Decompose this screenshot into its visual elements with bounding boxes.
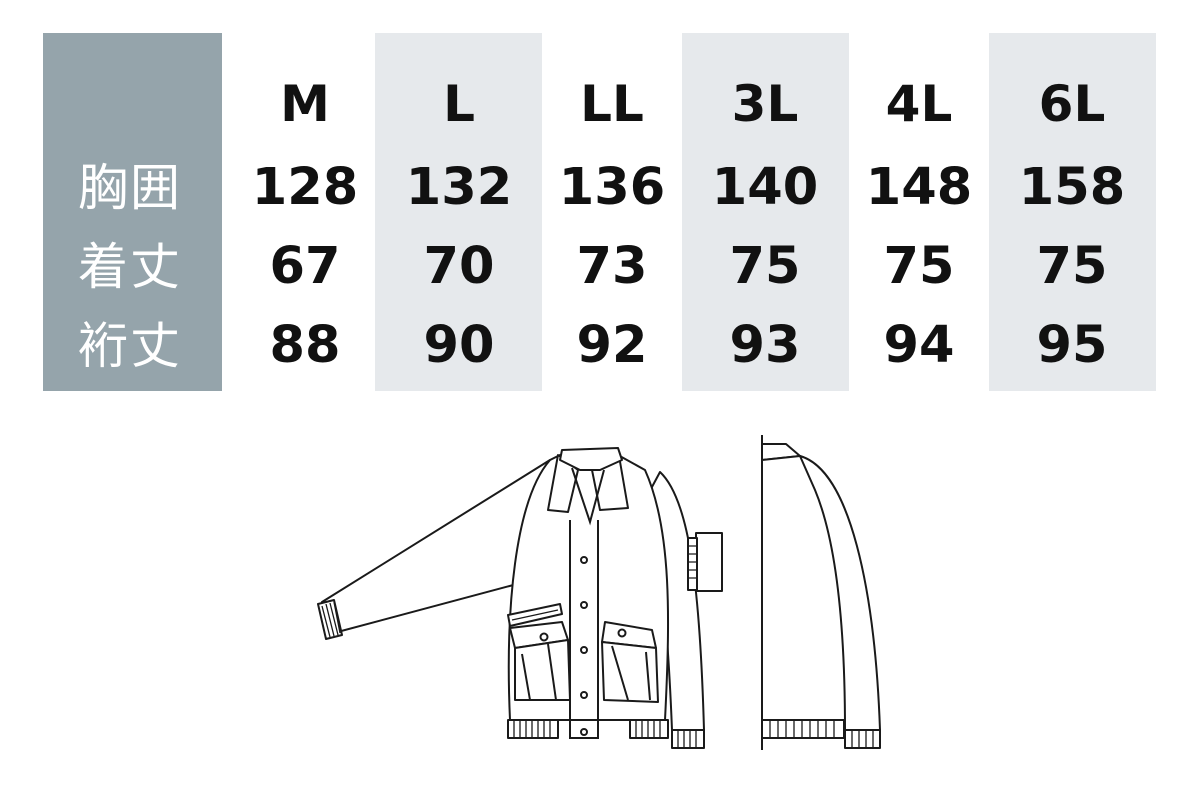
table-cell: 75 bbox=[883, 237, 955, 296]
jacket-illustration bbox=[300, 430, 900, 770]
size-header-6l: 6L bbox=[1038, 75, 1106, 133]
size-header-3l: 3L bbox=[731, 75, 799, 133]
table-cell: 93 bbox=[729, 316, 801, 375]
table-cell: 136 bbox=[558, 158, 666, 217]
table-cell: 158 bbox=[1018, 158, 1126, 217]
table-cell: 75 bbox=[729, 237, 801, 296]
table-cell: 90 bbox=[423, 316, 495, 375]
size-header-4l: 4L bbox=[885, 75, 953, 133]
column-shade-6l bbox=[989, 33, 1156, 391]
row-label-column bbox=[43, 33, 222, 391]
size-header-ll: LL bbox=[580, 75, 644, 133]
size-header-m: M bbox=[280, 75, 330, 133]
row-label-chest: 胸囲 bbox=[78, 159, 182, 217]
table-cell: 75 bbox=[1036, 237, 1108, 296]
column-shade-3l bbox=[682, 33, 849, 391]
table-cell: 67 bbox=[269, 237, 341, 296]
table-cell: 94 bbox=[883, 316, 955, 375]
jacket-front-view bbox=[317, 447, 723, 749]
table-cell: 92 bbox=[576, 316, 648, 375]
size-table: M L LL 3L 4L 6L 胸囲 着丈 裄丈 128 132 136 140… bbox=[43, 33, 1156, 391]
table-cell: 73 bbox=[576, 237, 648, 296]
table-cell: 132 bbox=[405, 158, 513, 217]
size-header-l: L bbox=[443, 75, 475, 133]
table-cell: 70 bbox=[423, 237, 495, 296]
row-label-sleeve: 裄丈 bbox=[78, 317, 182, 375]
column-shade-l bbox=[375, 33, 542, 391]
table-cell: 128 bbox=[251, 158, 359, 217]
table-cell: 95 bbox=[1036, 316, 1108, 375]
jacket-side-view bbox=[761, 435, 881, 750]
row-label-length: 着丈 bbox=[78, 238, 182, 296]
table-cell: 88 bbox=[269, 316, 341, 375]
table-cell: 140 bbox=[711, 158, 819, 217]
table-cell: 148 bbox=[865, 158, 973, 217]
